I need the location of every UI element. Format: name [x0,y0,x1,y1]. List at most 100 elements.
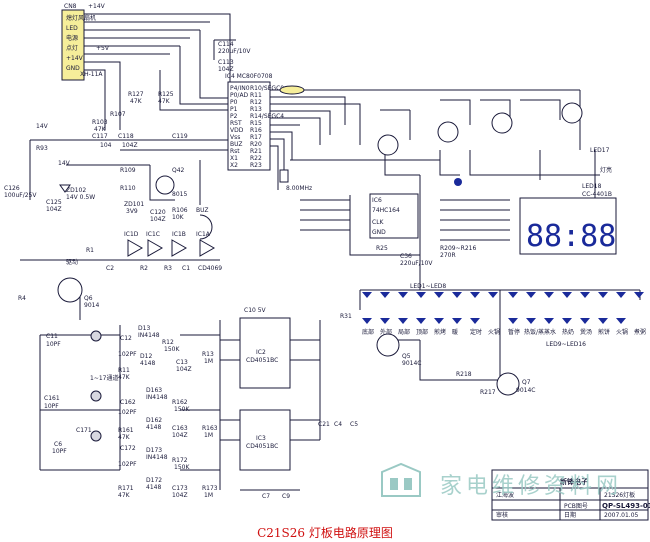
led-lower [544,318,554,324]
led-label: 煎饼 [598,328,610,336]
mcu-pin: VDD [230,127,244,134]
label-c9: C9 [282,493,290,500]
led-upper [634,292,644,298]
led-label: 暂停 [508,328,520,336]
led-lower [470,318,480,324]
label-r109: R109 [120,167,136,174]
led-label: 煮粥 [634,328,646,336]
label-gnd: GND [372,229,386,236]
label-c162v: 102PF [118,409,137,416]
label-r171v: 47K [118,492,131,499]
label-ic1c: IC1C [146,231,160,238]
label-zd102: ZD102 [66,187,86,194]
label-c119: C119 [172,133,188,140]
led-label: 顶部 [416,328,428,336]
label-r110: R110 [120,185,136,192]
label-r103v: 47K [94,126,107,133]
led-upper [452,292,462,298]
mcu-pin: R22 [250,155,262,162]
label-c11v-2: 10PF [44,403,59,410]
transistor-q2 [437,121,459,143]
label-ic2: IC2 [256,349,266,356]
label-r93: R93 [36,145,48,152]
watermark: 家电维修资料网 [440,474,623,499]
seven-segment-display [519,197,617,255]
label-d172: D172 [146,477,162,484]
label-r12: R12 [162,339,174,346]
transistor-q3 [491,112,513,134]
label-c125v: 104Z [46,206,62,213]
led-row-upper [362,292,644,298]
label-buz: BUZ [196,207,209,214]
mcu-pin: X2 [230,162,238,169]
connector-pin-labels: 熄灯风扇机 LED 电源 点灯 +14V GND [66,14,96,72]
watermark-logo [381,462,421,497]
label-q42t: 8015 [172,191,187,198]
mcu-pin: P0 [230,99,238,106]
label-q5t: 9014C [402,360,421,367]
title-company: 新锋电子 [560,477,588,486]
label-c173v: 104Z [172,492,188,499]
label-q42: Q42 [172,167,185,174]
label-q5: Q5 [402,353,411,360]
label-zd102v: 14V 0.5W [66,194,95,201]
led-label: 定时 [470,328,482,336]
label-ic1d: IC1D [124,231,139,238]
label-v14b: 14V [58,160,71,167]
mcu-pin: Vss [230,134,240,141]
label-q6t: 9014 [84,302,99,309]
zener-zd102 [59,184,71,193]
label-r161: R161 [118,427,134,434]
transistor-q4 [561,102,583,124]
label-channels: 1~17通道 [90,374,118,382]
mcu-name: IC4 MC80F0708 [225,73,273,80]
mcu-pin: R23 [250,162,262,169]
label-r103: R103 [92,119,108,126]
label-c114v: 220uF/10V [218,48,251,55]
label-c11v: 10PF [46,341,61,348]
supply-label: +14V [88,3,106,10]
connector-pin: LED [66,25,78,32]
led-upper [580,292,590,298]
inverter-ic1c [147,239,164,257]
label-d163v: IN4148 [146,394,168,401]
led-labels-left: 底部 外部 局部 顶部 煎烤 暖 定时 火锅 [362,328,500,336]
mcu-ic4 [227,81,271,171]
touch-pad [90,390,102,402]
mcu-pin: BUZ [230,141,243,148]
label-dispname: LED18 [582,183,602,190]
label-r173: R173 [202,485,218,492]
mcu-pin: P2 [230,113,238,120]
label-r125v: 47K [158,98,171,105]
label-disppart: CC-4401B [582,191,612,198]
label-r209: R209~R216 [440,245,476,252]
led-label: 局部 [398,328,410,336]
led-upper [598,292,608,298]
label-c113v: 104Z [218,66,234,73]
label-lamp: LED17 [590,147,610,154]
led-upper [434,292,444,298]
led-lower [616,318,626,324]
label-v104: 104 [100,142,112,149]
mcu-pin: R21 [250,148,262,155]
label-ic2p: CD4051BC [246,357,278,364]
connector-cn8 [61,9,85,81]
label-r161v: 47K [118,434,131,441]
mcu-pin: P4/IN0 [230,85,250,92]
connector-part: XH-11A [80,71,103,78]
led-lower [380,318,390,324]
label-r127v: 47K [130,98,143,105]
led-label: 火锅 [616,328,628,336]
label-c6: C6 [54,441,62,448]
led-label: 热奶 [562,328,574,336]
transistor-q1 [377,134,399,156]
mcu-pin: Rst [230,148,240,155]
led-label: 外部 [380,328,392,336]
label-c125: C125 [46,199,62,206]
title-date-label: 日期 [564,511,576,519]
label-r172v: 150K [174,464,190,471]
title-engineer: 江海波 [496,491,514,499]
label-r106v: 10K [172,214,185,221]
label-c36: C36 [400,253,412,260]
label-r125: R125 [158,91,174,98]
